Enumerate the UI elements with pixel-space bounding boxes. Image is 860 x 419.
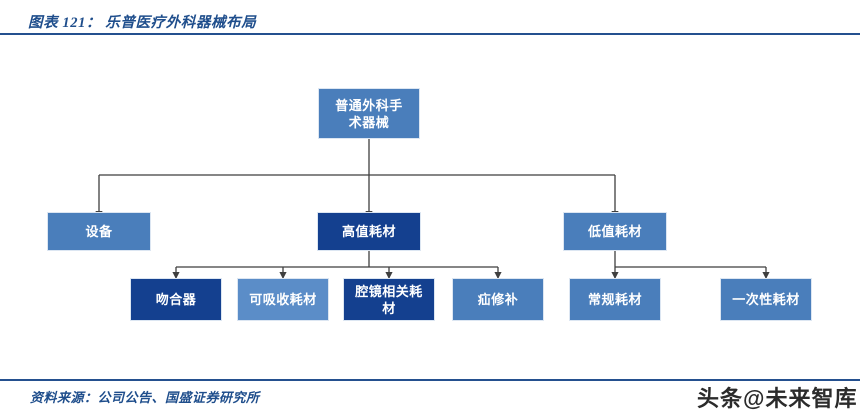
- node-routine-consumables-label: 常规耗材: [587, 292, 642, 307]
- node-low-value-consumables[interactable]: 低值耗材: [563, 212, 667, 251]
- watermark: 头条@未来智库: [697, 386, 858, 411]
- node-absorbable-consumables[interactable]: 可吸收耗材: [237, 278, 329, 321]
- diagram-canvas: 普通外科手 术器械 设备 高值耗材 低值耗材 吻合器 可吸收耗材 腔镜相关耗 材…: [0, 40, 860, 376]
- node-low-value-consumables-label: 低值耗材: [587, 224, 642, 239]
- node-stapler-label: 吻合器: [155, 292, 197, 307]
- node-disposable-consumables-label: 一次性耗材: [732, 292, 800, 307]
- header-divider: [0, 33, 860, 35]
- figure-title: 图表 121： 乐普医疗外科器械布局: [28, 15, 257, 31]
- node-equipment[interactable]: 设备: [47, 212, 151, 251]
- node-absorbable-consumables-label: 可吸收耗材: [249, 292, 317, 307]
- node-root-label: 普通外科手 术器械: [335, 97, 403, 130]
- source-note: 资料来源：公司公告、国盛证券研究所: [30, 390, 260, 405]
- node-root[interactable]: 普通外科手 术器械: [318, 88, 420, 139]
- node-hernia-repair[interactable]: 疝修补: [452, 278, 544, 321]
- node-high-value-consumables-label: 高值耗材: [341, 224, 396, 239]
- node-endoscopic-consumables-label: 腔镜相关耗 材: [355, 283, 423, 316]
- node-hernia-repair-label: 疝修补: [477, 292, 519, 307]
- connector-lines: [95, 139, 770, 280]
- node-endoscopic-consumables[interactable]: 腔镜相关耗 材: [343, 278, 435, 321]
- node-disposable-consumables[interactable]: 一次性耗材: [720, 278, 812, 321]
- node-stapler[interactable]: 吻合器: [130, 278, 222, 321]
- node-routine-consumables[interactable]: 常规耗材: [569, 278, 661, 321]
- node-high-value-consumables[interactable]: 高值耗材: [317, 212, 421, 251]
- footer-divider: [0, 379, 860, 381]
- node-equipment-label: 设备: [85, 224, 113, 239]
